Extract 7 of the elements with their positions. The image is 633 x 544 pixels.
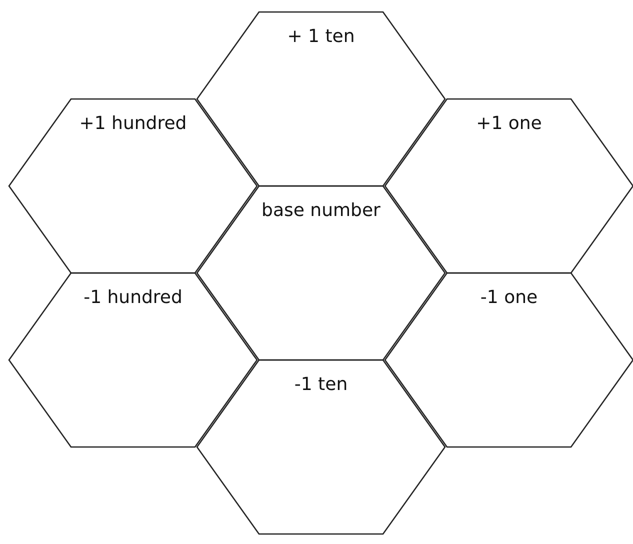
hexagon-label: -1 ten [294,374,348,396]
hexagon-label: + 1 ten [287,26,355,48]
hexagon-label: base number [262,200,380,222]
hexagon-label: -1 hundred [84,287,182,309]
hexagon-label: -1 one [480,287,538,309]
hexagon-label: +1 one [476,113,542,135]
hexagon-label: +1 hundred [79,113,187,135]
